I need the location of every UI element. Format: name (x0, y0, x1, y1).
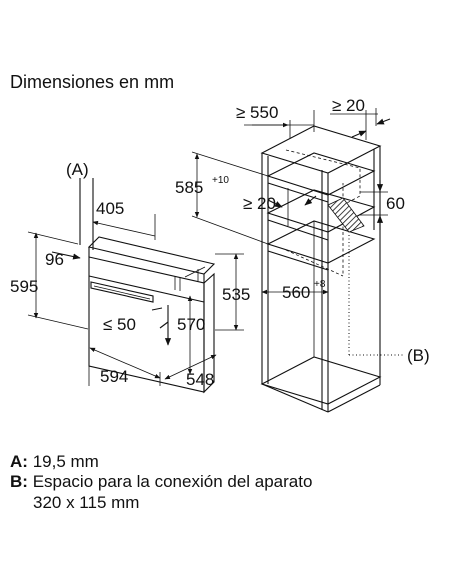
dim-min-20-top: ≥ 20 (332, 96, 365, 115)
dim-96: 96 (45, 250, 64, 269)
dim-560: 560 (282, 283, 310, 302)
dim-548: 548 (186, 370, 214, 389)
diagram-title: Dimensiones en mm (10, 72, 174, 92)
callout-a: (A) (66, 160, 89, 179)
dim-max-50: ≤ 50 (103, 315, 136, 334)
oven-dimensions (27, 178, 244, 386)
dim-594: 594 (100, 367, 128, 386)
legend-a: A: 19,5 mm (10, 452, 99, 472)
dim-535: 535 (222, 285, 250, 304)
dim-585: 585 (175, 178, 203, 197)
legend-a-key: A: (10, 452, 28, 471)
dim-570: 570 (177, 315, 205, 334)
dim-60: 60 (386, 194, 405, 213)
legend-b: B: Espacio para la conexión del aparato (10, 472, 312, 492)
cabinet-dimensions (191, 108, 391, 305)
legend-b-key: B: (10, 472, 28, 491)
oven-drawing (87, 236, 216, 394)
legend-b-size: 320 x 115 mm (33, 493, 139, 513)
dim-405: 405 (96, 199, 124, 218)
callout-b: (B) (407, 346, 430, 365)
legend-b-size-text: 320 x 115 mm (33, 493, 140, 512)
dim-585-tolerance: +10 (212, 175, 229, 186)
cabinet-drawing (260, 125, 403, 413)
dim-min-20-middle: ≥ 20 (243, 194, 276, 213)
dim-min-550: ≥ 550 (236, 103, 278, 122)
dim-560-tolerance: +8 (314, 279, 326, 290)
legend-a-text: 19,5 mm (32, 452, 99, 471)
dim-595: 595 (10, 277, 38, 296)
legend-b-text: Espacio para la conexión del aparato (32, 472, 313, 491)
